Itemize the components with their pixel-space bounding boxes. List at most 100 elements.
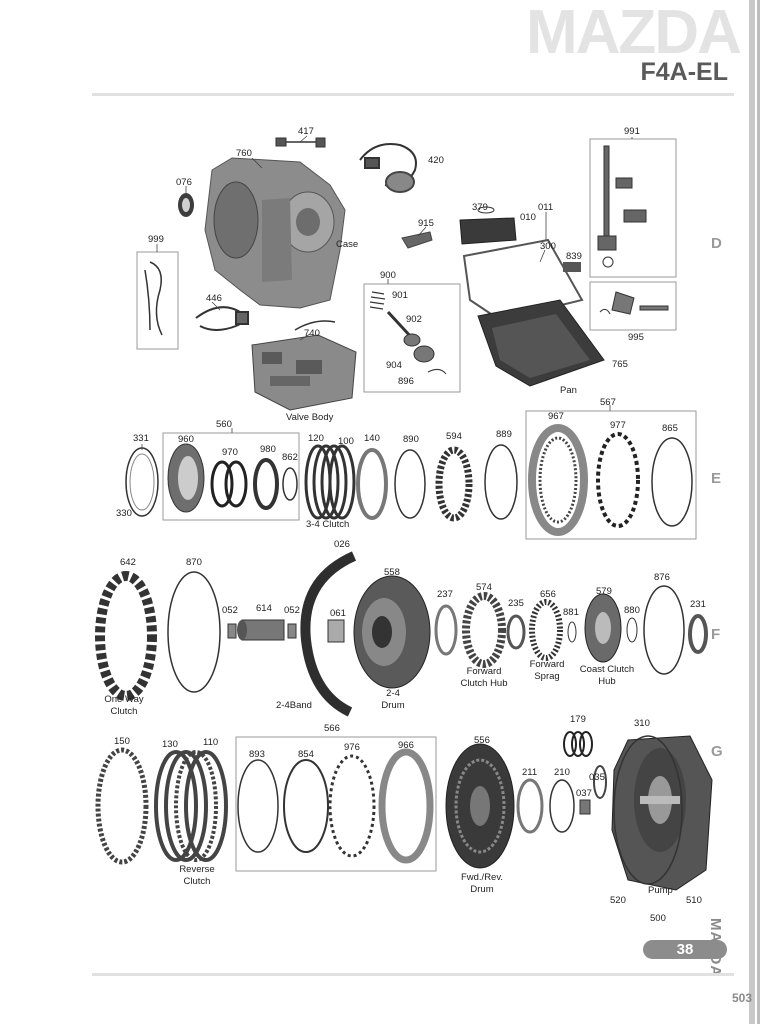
row-letter-e: E	[711, 470, 722, 487]
label-579: 579	[596, 586, 612, 597]
oil-pan	[477, 299, 605, 387]
label-150: 150	[114, 736, 130, 747]
box-566	[235, 736, 437, 872]
label-24-drum-word: Drum	[381, 700, 405, 711]
transmission-case	[204, 157, 346, 309]
label-010: 010	[520, 212, 536, 223]
label-pan: Pan	[560, 385, 577, 396]
label-999: 999	[148, 234, 164, 245]
label-fwd-rev-drum-1: Fwd./Rev.	[460, 872, 504, 883]
drum-967	[528, 424, 588, 536]
label-pump: Pump	[648, 885, 673, 896]
label-890: 890	[403, 434, 419, 445]
group-boxes	[136, 138, 697, 872]
o-ring-379	[477, 206, 495, 214]
label-179: 179	[570, 714, 586, 725]
label-forward-clutch-hub-2: Clutch Hub	[460, 678, 508, 689]
piston-966	[378, 748, 434, 864]
washer-231	[688, 614, 708, 654]
label-035: 035	[589, 772, 605, 783]
label-forward-sprag-2: Sprag	[534, 671, 560, 682]
wire-harness-420	[359, 143, 417, 193]
snap-ring-862	[282, 467, 298, 501]
footer-divider	[92, 973, 734, 976]
snap-ring-876	[643, 585, 685, 675]
label-446: 446	[206, 293, 222, 304]
label-594: 594	[446, 431, 462, 442]
manual-lever-915	[401, 231, 433, 249]
box-567	[525, 410, 697, 540]
coast-clutch-hub-579	[584, 593, 622, 663]
snap-ring-889	[484, 444, 518, 520]
label-510: 510	[686, 895, 702, 906]
ring-330	[129, 453, 155, 511]
label-076: 076	[176, 177, 192, 188]
label-967: 967	[548, 411, 564, 422]
label-881: 881	[563, 607, 579, 618]
label-870: 870	[186, 557, 202, 568]
washer-211	[516, 778, 544, 834]
label-reverse-clutch-2: Clutch	[183, 876, 211, 887]
label-one-way-clutch: Clutch	[110, 706, 138, 717]
label-235: 235	[508, 598, 524, 609]
leader-lines	[141, 135, 633, 450]
label-904: 904	[386, 360, 402, 371]
band-24	[300, 551, 357, 717]
label-991: 991	[624, 126, 640, 137]
thrust-052b	[287, 623, 297, 639]
ring-210	[549, 779, 575, 833]
snap-ring-870	[167, 571, 221, 693]
box-991	[589, 138, 677, 278]
label-forward-sprag-1: Forward	[529, 659, 565, 670]
spring-970b	[224, 460, 248, 508]
retainer-980	[253, 458, 279, 510]
label-760: 760	[236, 148, 252, 159]
label-970: 970	[222, 447, 238, 458]
filter-010	[459, 206, 517, 245]
sensor-417	[275, 137, 326, 148]
label-500: 500	[650, 913, 666, 924]
washer-237	[434, 604, 458, 656]
header-divider	[92, 93, 734, 96]
label-coast-clutch-hub-2: Hub	[598, 676, 616, 687]
label-237: 237	[437, 589, 453, 600]
hub-594	[435, 446, 473, 522]
label-011: 011	[538, 202, 554, 213]
label-995: 995	[628, 332, 644, 343]
label-520: 520	[610, 895, 626, 906]
label-reverse-clutch-1: Reverse	[179, 864, 215, 875]
label-915: 915	[418, 218, 434, 229]
bushing-061	[327, 619, 345, 643]
label-977: 977	[610, 420, 626, 431]
label-642: 642	[120, 557, 136, 568]
label-052a: 052	[222, 605, 238, 616]
label-037: 037	[576, 788, 592, 799]
gasket-310	[613, 735, 683, 885]
detent-995	[599, 291, 669, 315]
label-960: 960	[178, 434, 194, 445]
box-560	[162, 432, 300, 521]
snap-ring-331	[125, 447, 159, 517]
box-995	[589, 281, 677, 331]
one-way-clutch-642	[95, 571, 157, 701]
valve-body-740	[251, 320, 357, 411]
label-566: 566	[324, 723, 340, 734]
spring-970a	[210, 460, 234, 508]
row-letter-d: D	[711, 235, 722, 252]
plate-150	[95, 747, 149, 865]
park-shaft-991	[597, 145, 647, 268]
label-061: 061	[330, 608, 346, 619]
label-880: 880	[624, 605, 640, 616]
drum-558	[353, 575, 431, 689]
label-893: 893	[249, 749, 265, 760]
box-999	[136, 251, 179, 350]
spring-976	[328, 754, 376, 858]
label-980: 980	[260, 444, 276, 455]
row-letter-f: F	[711, 626, 721, 643]
brand-watermark: MAZDA	[526, 0, 742, 67]
section-badge: 38	[643, 940, 727, 959]
bushing-037	[579, 799, 591, 815]
wire-harness-999	[144, 261, 163, 336]
label-656: 656	[540, 589, 556, 600]
